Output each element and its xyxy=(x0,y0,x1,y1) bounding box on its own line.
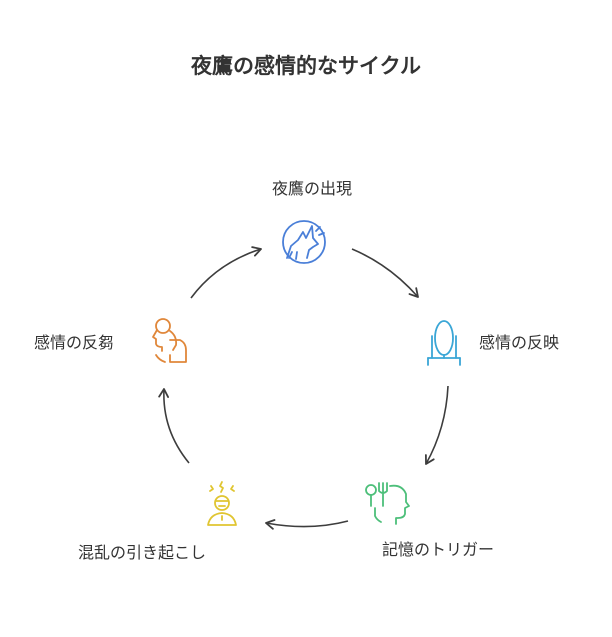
node-label-rumination: 感情の反芻 xyxy=(34,333,115,352)
arrow-reflect-to-trigger xyxy=(424,385,449,465)
node-label-trigger: 記憶のトリガー xyxy=(382,540,495,559)
arrow-trigger-to-confusion xyxy=(265,519,349,530)
diagram-title: 夜鷹の感情的なサイクル xyxy=(191,54,421,78)
node-label-appear: 夜鷹の出現 xyxy=(271,179,352,198)
node-label-confusion: 混乱の引き起こし xyxy=(78,543,207,562)
arrow-appear-to-reflect xyxy=(351,248,419,298)
node-label-reflect: 感情の反映 xyxy=(479,333,560,352)
thinking-person-icon xyxy=(152,318,187,363)
arrow-rumination-to-appear xyxy=(190,246,262,299)
mirror-icon xyxy=(427,320,461,366)
arrow-confusion-to-rumination xyxy=(158,388,190,464)
head-with-fork-icon xyxy=(365,482,410,525)
howling-wolf-icon xyxy=(282,220,326,264)
stressed-person-icon xyxy=(207,481,237,526)
